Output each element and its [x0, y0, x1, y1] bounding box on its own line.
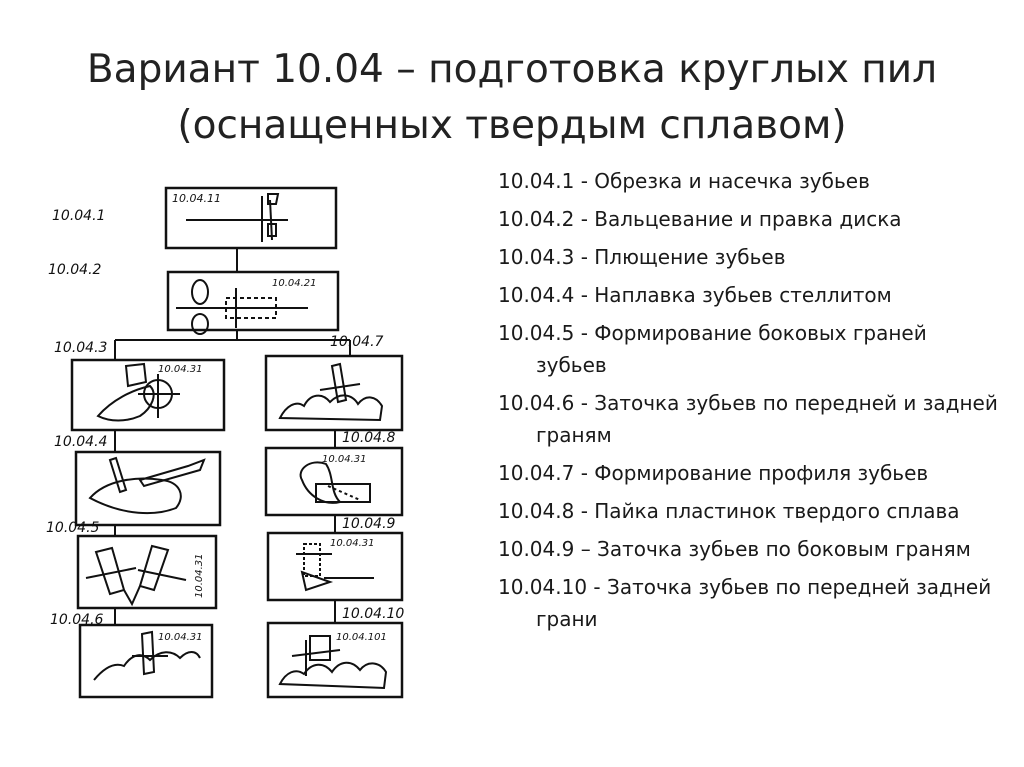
step-box-10: 10.04.101 [266, 621, 404, 699]
right-label-8: 10.04.8 [342, 430, 396, 446]
step-box-8: 10.04.31 [264, 446, 404, 517]
step-item-5: 10.04.5 - Формирование боковых граней зу… [498, 321, 927, 377]
connector-lines [114, 248, 351, 625]
left-label-2: 10.04.2 [48, 262, 102, 278]
step-item-9: 10.04.9 – Заточка зубьев по боковым гран… [498, 537, 971, 561]
tool-sketch-1 [186, 193, 288, 242]
step-item-4: 10.04.4 - Наплавка зубьев стеллитом [498, 283, 892, 307]
step-item-6: 10.04.6 - Заточка зубьев по передней и з… [498, 391, 998, 447]
box-label-b1: 10.04.11 [172, 192, 221, 205]
left-label-6: 10.04.6 [50, 612, 104, 628]
box-label-b9: 10.04.31 [330, 538, 375, 549]
box-label-b10: 10.04.101 [336, 632, 387, 643]
tool-sketch-2 [176, 279, 308, 335]
tool-sketch-10 [278, 635, 388, 690]
step-item-1: 10.04.1 - Обрезка и насечка зубьев [498, 169, 870, 193]
tool-sketch-8 [299, 461, 371, 504]
tool-sketch-7 [278, 362, 384, 422]
left-label-5: 10.04.5 [46, 520, 100, 536]
box-label-b8: 10.04.31 [322, 454, 367, 465]
right-label-10: 10.04.10 [342, 606, 404, 622]
left-label-4: 10.04.4 [54, 434, 107, 450]
step-box-7 [264, 354, 404, 432]
steps-list: 10.04.1 - Обрезка и насечка зубьев 10.04… [498, 165, 998, 641]
left-label-1: 10.04.1 [52, 208, 105, 224]
step-box-1: 10.04.11 [164, 186, 338, 250]
step-item-3: 10.04.3 - Плющение зубьев [498, 245, 786, 269]
box-label-b5: 10.04.31 [194, 553, 205, 598]
step-item-2: 10.04.2 - Вальцевание и правка диска [498, 207, 902, 231]
box-label-b3: 10.04.31 [158, 364, 203, 375]
process-diagram-svg: 10.04.11 10.04.21 10.04.31 [46, 186, 404, 699]
process-diagram: 10.04.11 10.04.21 10.04.31 [40, 180, 440, 750]
step-box-2: 10.04.21 [166, 270, 340, 335]
tool-sketch-9 [296, 543, 374, 592]
step-box-9: 10.04.31 [266, 531, 404, 602]
tool-sketch-3 [96, 362, 180, 422]
title-line-1: Вариант 10.04 – подготовка круглых пил [86, 47, 938, 92]
step-box-4 [74, 450, 222, 527]
right-step-labels: 10.04.7 10.04.8 10.04.9 10.04.10 [330, 334, 404, 622]
title-line-2: (оснащенных твердым сплавом) [177, 103, 847, 148]
slide-title: Вариант 10.04 – подготовка круглых пил (… [0, 42, 1024, 154]
right-label-7: 10.04.7 [330, 334, 384, 350]
step-box-6: 10.04.31 [78, 623, 214, 699]
right-label-9: 10.04.9 [342, 516, 396, 532]
left-label-3: 10.04.3 [54, 340, 107, 356]
step-box-3: 10.04.31 [70, 358, 226, 432]
step-item-7: 10.04.7 - Формирование профиля зубьев [498, 461, 929, 485]
tool-sketch-6 [93, 630, 201, 681]
box-label-b2: 10.04.21 [272, 278, 317, 289]
tool-sketch-4 [88, 456, 206, 515]
step-box-5: 10.04.31 [76, 534, 218, 610]
box-label-b6: 10.04.31 [158, 632, 203, 643]
tool-sketch-5 [85, 544, 187, 607]
step-item-10: 10.04.10 - Заточка зубьев по передней за… [498, 575, 992, 631]
step-item-8: 10.04.8 - Пайка пластинок твердого сплав… [498, 499, 960, 523]
left-step-labels: 10.04.1 10.04.2 10.04.3 10.04.4 10.04.5 … [46, 208, 107, 628]
